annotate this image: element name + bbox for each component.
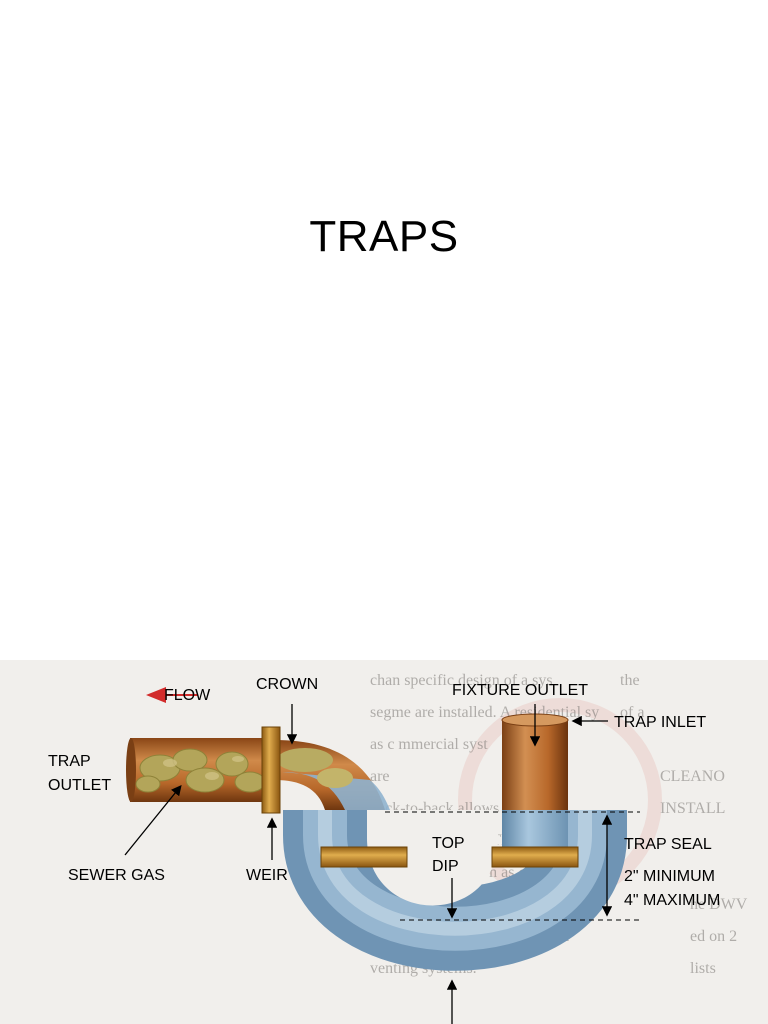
- trap-outlet-label-1: TRAP: [48, 753, 91, 770]
- trap-inlet-label: TRAP INLET: [614, 714, 706, 731]
- svg-text:he DWV: he DWV: [690, 896, 748, 913]
- trap-seal-minimum-label: 2" MINIMUM: [624, 868, 715, 885]
- trap-seal-maximum-label: 4" MAXIMUM: [624, 892, 720, 909]
- crown-label: CROWN: [256, 676, 318, 693]
- trap-u-bend: [283, 810, 627, 971]
- svg-text:ed on 2: ed on 2: [690, 928, 737, 945]
- trap-seal-water: [502, 810, 568, 850]
- right-slip-nut: [491, 846, 579, 868]
- slide-title: TRAPS: [309, 212, 459, 261]
- u-bend-inner: [367, 810, 498, 906]
- flow-label: FLOW: [164, 687, 211, 704]
- trap-diagram-svg: chan specific design of a sys segme are …: [0, 660, 768, 1024]
- top-dip-label-2: DIP: [432, 858, 459, 875]
- trap-seal-label: TRAP SEAL: [624, 836, 712, 853]
- svg-text:of a: of a: [620, 704, 644, 721]
- svg-text:INSTALL: INSTALL: [660, 800, 725, 817]
- crown-slip-nut: [261, 726, 281, 814]
- svg-text:as c mmercial syst: as c mmercial syst: [370, 736, 488, 753]
- svg-text:chan specific design of a s: chan specific design of a sys: [370, 672, 553, 689]
- top-dip-label-1: TOP: [432, 835, 465, 852]
- sewer-gas-leader: [124, 784, 182, 856]
- trap-diagram: chan specific design of a sys segme are …: [0, 660, 768, 1024]
- trap-outlet-label-2: OUTLET: [48, 777, 111, 794]
- crown-elbow: [275, 740, 390, 810]
- left-slip-nut: [320, 846, 408, 868]
- svg-text:the: the: [620, 672, 640, 689]
- sewer-gas-label: SEWER GAS: [68, 867, 165, 884]
- svg-text:are: are: [370, 768, 390, 785]
- fixture-outlet-label: FIXTURE OUTLET: [452, 682, 588, 699]
- svg-text:lists: lists: [690, 960, 716, 977]
- trap-outlet-pipe: [126, 738, 280, 802]
- svg-text:CLEANO: CLEANO: [660, 768, 725, 785]
- weir-label: WEIR: [246, 867, 288, 884]
